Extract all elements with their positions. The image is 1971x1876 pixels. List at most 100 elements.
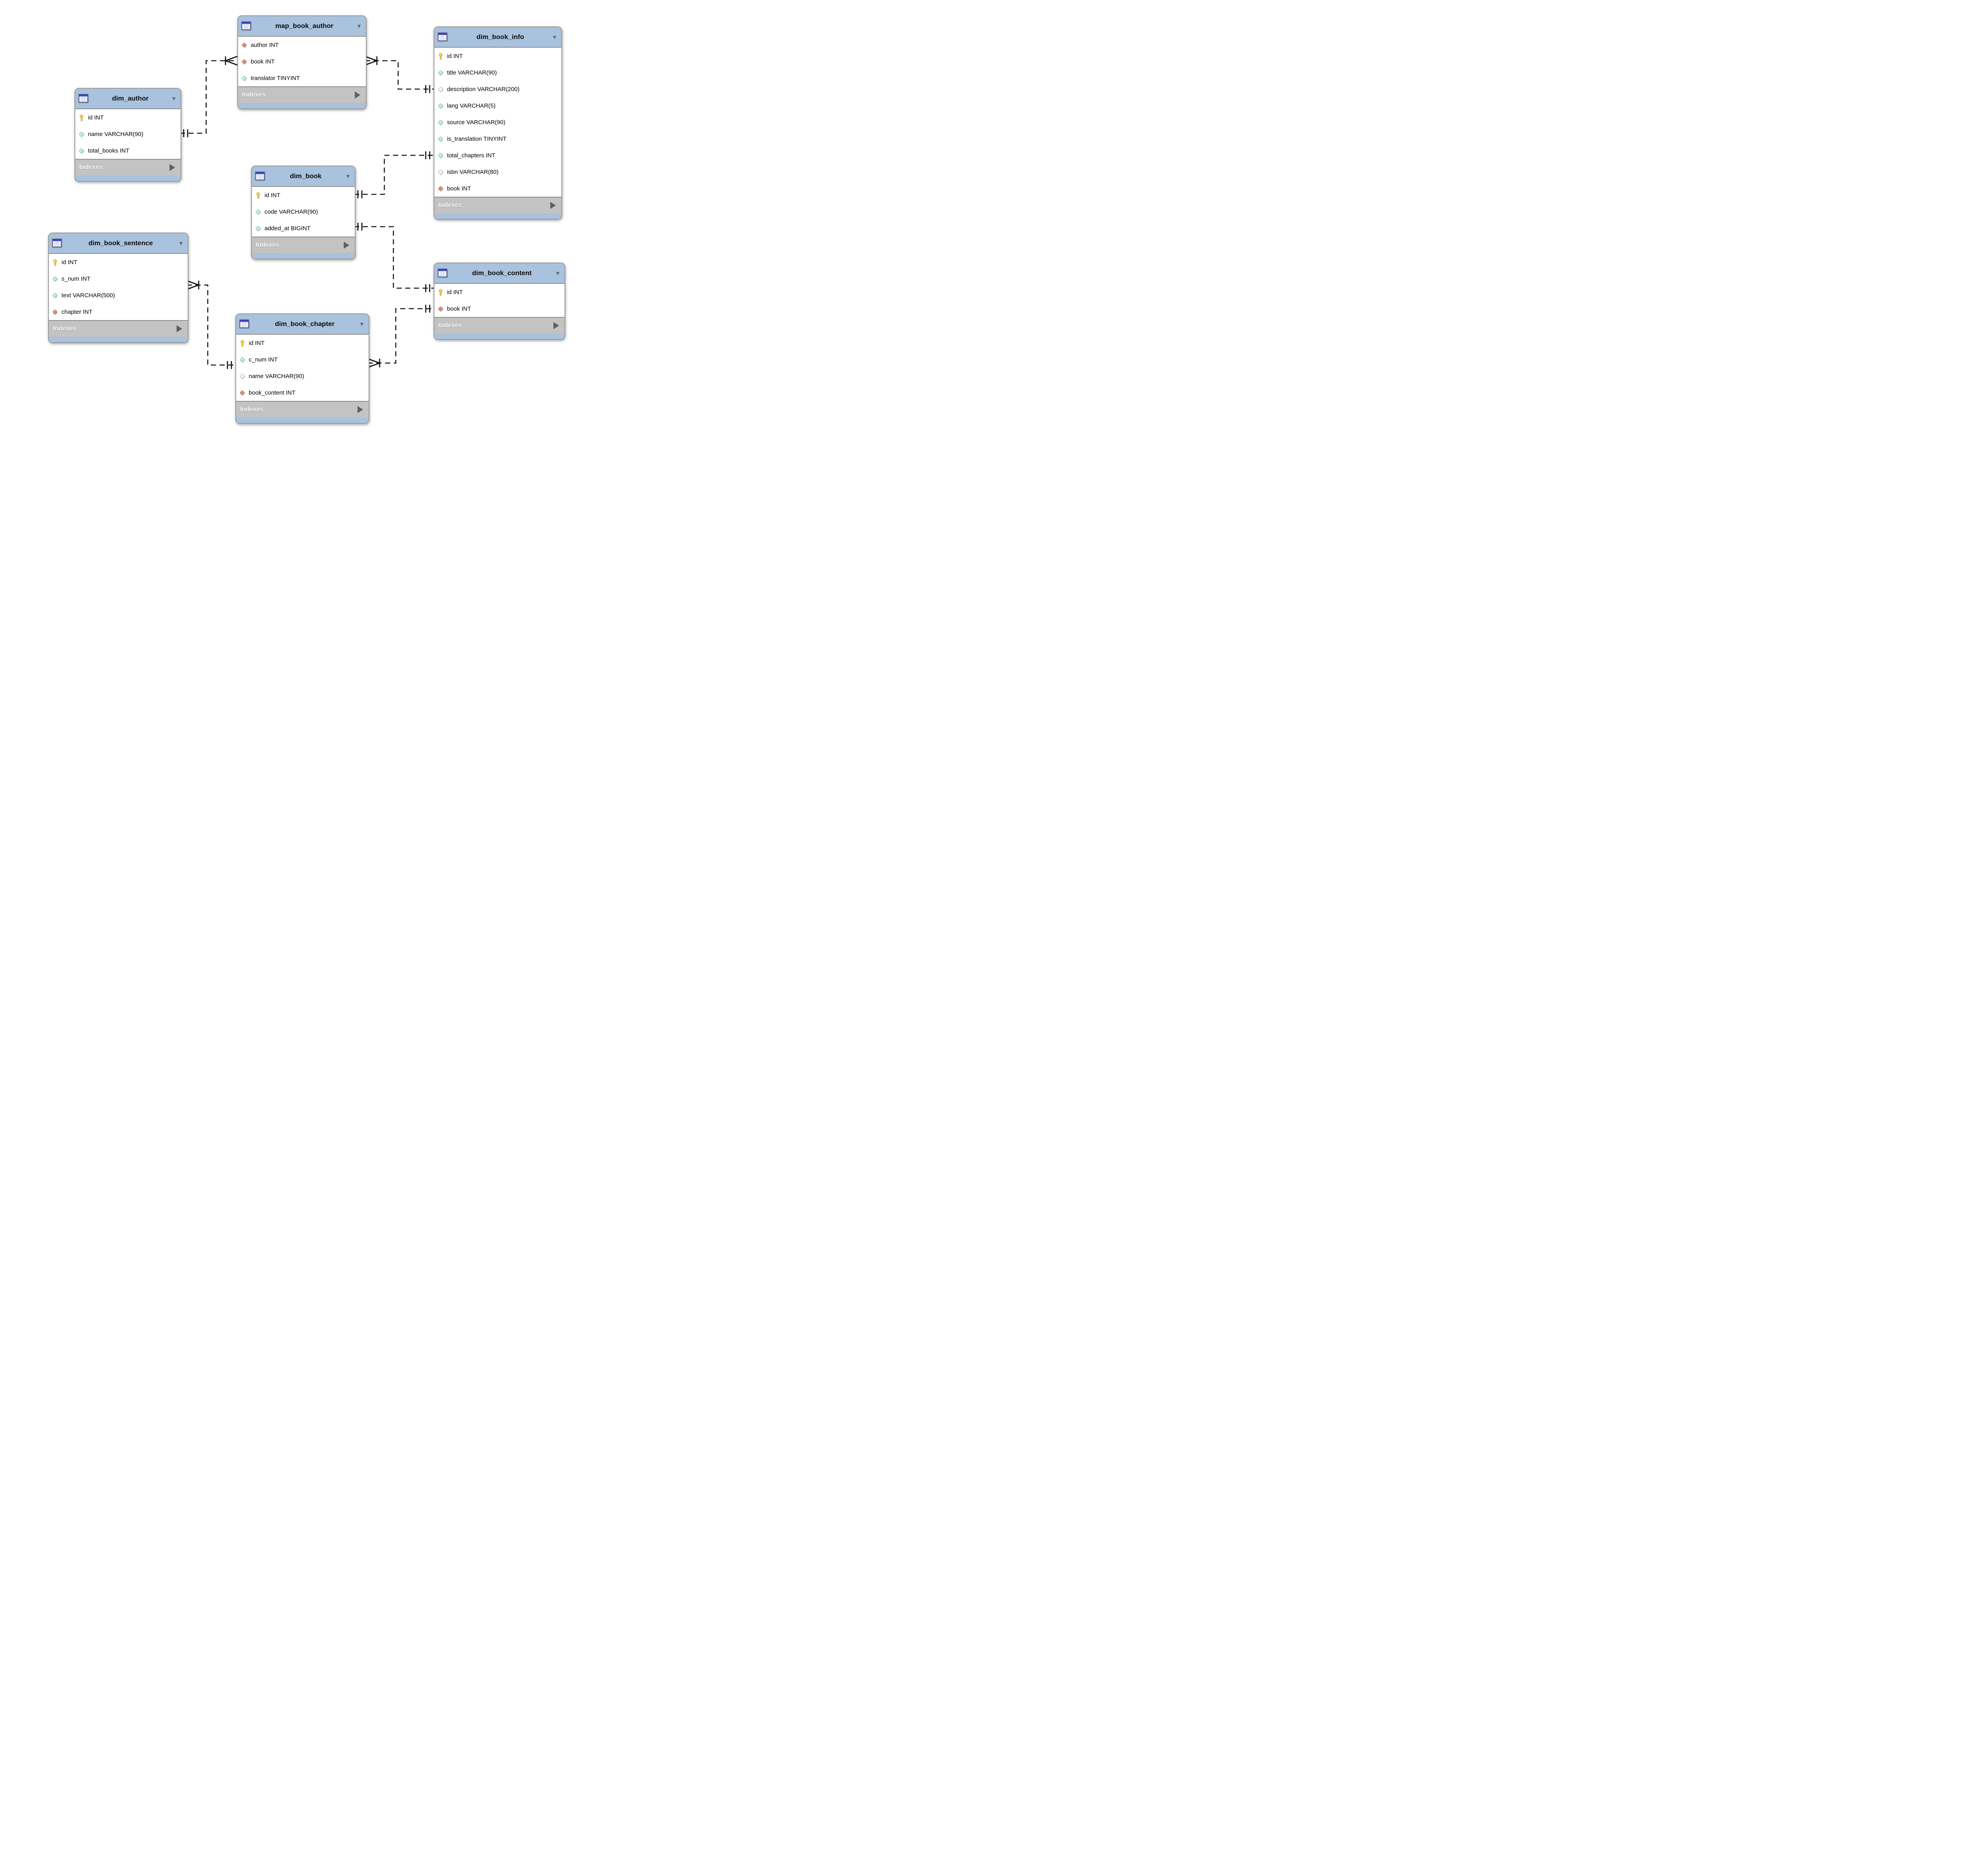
column-row[interactable]: book INT xyxy=(434,300,564,317)
expand-indexes-icon[interactable] xyxy=(177,325,182,332)
column-row[interactable]: title VARCHAR(90) xyxy=(434,64,561,81)
collapse-caret-icon[interactable]: ▼ xyxy=(356,23,362,29)
crow-foot-line xyxy=(186,284,199,290)
foreign-key-diamond-icon xyxy=(239,389,246,396)
column-label: total_chapters INT xyxy=(447,152,496,159)
expand-indexes-icon[interactable] xyxy=(550,202,556,209)
indexes-bar[interactable]: Indexes xyxy=(434,317,564,333)
indexes-label: Indexes xyxy=(53,325,76,332)
column-row[interactable]: author INT xyxy=(238,37,366,53)
column-label: id INT xyxy=(447,289,463,296)
column-row[interactable]: name VARCHAR(90) xyxy=(236,368,369,384)
column-label: id INT xyxy=(61,259,78,266)
table-header[interactable]: map_book_author ▼ xyxy=(238,16,366,37)
column-row[interactable]: translator TINYINT xyxy=(238,70,366,86)
collapse-caret-icon[interactable]: ▼ xyxy=(178,240,184,246)
collapse-caret-icon[interactable]: ▼ xyxy=(359,321,365,327)
primary-key-icon xyxy=(239,340,246,347)
indexes-bar[interactable]: Indexes xyxy=(252,237,355,253)
indexes-label: Indexes xyxy=(79,164,103,171)
column-row[interactable]: is_translation TINYINT xyxy=(434,130,561,147)
nullable-column-diamond-icon xyxy=(239,373,246,380)
column-row[interactable]: source VARCHAR(90) xyxy=(434,114,561,130)
column-row[interactable]: id INT xyxy=(434,284,564,300)
primary-key-icon xyxy=(78,114,85,121)
indexes-bar[interactable]: Indexes xyxy=(434,197,561,213)
relationship-dim_author-map_book_author[interactable] xyxy=(180,60,237,134)
column-row[interactable]: code VARCHAR(90) xyxy=(252,203,355,220)
expand-indexes-icon[interactable] xyxy=(358,406,363,413)
crow-foot-line xyxy=(367,358,380,364)
indexes-bar[interactable]: Indexes xyxy=(238,86,366,103)
expand-indexes-icon[interactable] xyxy=(553,322,559,329)
indexes-label: Indexes xyxy=(438,322,462,329)
indexes-bar[interactable]: Indexes xyxy=(236,401,369,417)
table-header[interactable]: dim_author ▼ xyxy=(75,89,181,109)
column-row[interactable]: isbn VARCHAR(80) xyxy=(434,164,561,180)
column-row[interactable]: name VARCHAR(90) xyxy=(75,126,181,142)
indexes-bar[interactable]: Indexes xyxy=(49,320,188,337)
column-row[interactable]: id INT xyxy=(75,109,181,126)
crow-foot-line xyxy=(225,60,238,66)
table-header[interactable]: dim_book_content ▼ xyxy=(434,263,564,284)
collapse-caret-icon[interactable]: ▼ xyxy=(345,173,351,179)
column-label: lang VARCHAR(5) xyxy=(447,102,496,109)
column-diamond-icon xyxy=(437,136,444,142)
column-row[interactable]: id INT xyxy=(236,335,369,351)
table-dim_book_content[interactable]: dim_book_content ▼ id INT book INT Indexe… xyxy=(434,263,565,340)
expand-indexes-icon[interactable] xyxy=(344,242,349,249)
column-diamond-icon xyxy=(437,119,444,126)
primary-key-icon xyxy=(437,289,444,296)
collapse-caret-icon[interactable]: ▼ xyxy=(552,34,557,40)
indexes-label: Indexes xyxy=(256,242,279,248)
expand-indexes-icon[interactable] xyxy=(170,164,175,171)
column-row[interactable]: id INT xyxy=(49,254,188,270)
relationship-dim_book_chapter-dim_book_content[interactable] xyxy=(368,308,434,364)
column-row[interactable]: s_num INT xyxy=(49,270,188,287)
indexes-bar[interactable]: Indexes xyxy=(75,159,181,175)
column-diamond-icon xyxy=(241,75,248,82)
collapse-caret-icon[interactable]: ▼ xyxy=(171,95,177,102)
column-diamond-icon xyxy=(437,152,444,159)
table-header[interactable]: dim_book ▼ xyxy=(252,166,355,187)
column-row[interactable]: total_books INT xyxy=(75,142,181,159)
column-row[interactable]: lang VARCHAR(5) xyxy=(434,97,561,114)
column-row[interactable]: book_content INT xyxy=(236,384,369,401)
column-row[interactable]: book INT xyxy=(434,180,561,197)
foreign-key-diamond-icon xyxy=(241,42,248,48)
foreign-key-diamond-icon xyxy=(437,306,444,312)
table-name: dim_book_info xyxy=(476,33,524,41)
nullable-column-diamond-icon xyxy=(437,86,444,93)
relationship-dim_book_sentence-dim_book_chapter[interactable] xyxy=(187,284,235,366)
column-row[interactable]: added_at BIGINT xyxy=(252,220,355,237)
table-icon xyxy=(78,94,89,103)
column-row[interactable]: id INT xyxy=(434,48,561,64)
column-row[interactable]: id INT xyxy=(252,187,355,203)
collapse-caret-icon[interactable]: ▼ xyxy=(555,270,561,276)
relationship-dim_book-dim_book_info[interactable] xyxy=(354,155,434,195)
column-label: description VARCHAR(200) xyxy=(447,86,520,93)
table-footer xyxy=(434,333,564,339)
foreign-key-diamond-icon xyxy=(241,58,248,65)
expand-indexes-icon[interactable] xyxy=(355,91,360,99)
column-row[interactable]: chapter INT xyxy=(49,304,188,320)
column-row[interactable]: c_num INT xyxy=(236,351,369,368)
table-header[interactable]: dim_book_chapter ▼ xyxy=(236,314,369,335)
relationship-dim_book-dim_book_content[interactable] xyxy=(354,226,434,289)
table-header[interactable]: dim_book_info ▼ xyxy=(434,27,561,48)
table-name: dim_book_sentence xyxy=(88,239,153,247)
table-header[interactable]: dim_book_sentence ▼ xyxy=(49,233,188,254)
column-row[interactable]: description VARCHAR(200) xyxy=(434,81,561,97)
column-row[interactable]: total_chapters INT xyxy=(434,147,561,164)
column-row[interactable]: book INT xyxy=(238,53,366,70)
column-row[interactable]: text VARCHAR(500) xyxy=(49,287,188,304)
relationship-map_book_author-dim_book_info[interactable] xyxy=(365,60,434,90)
table-name: dim_book_content xyxy=(472,269,532,277)
